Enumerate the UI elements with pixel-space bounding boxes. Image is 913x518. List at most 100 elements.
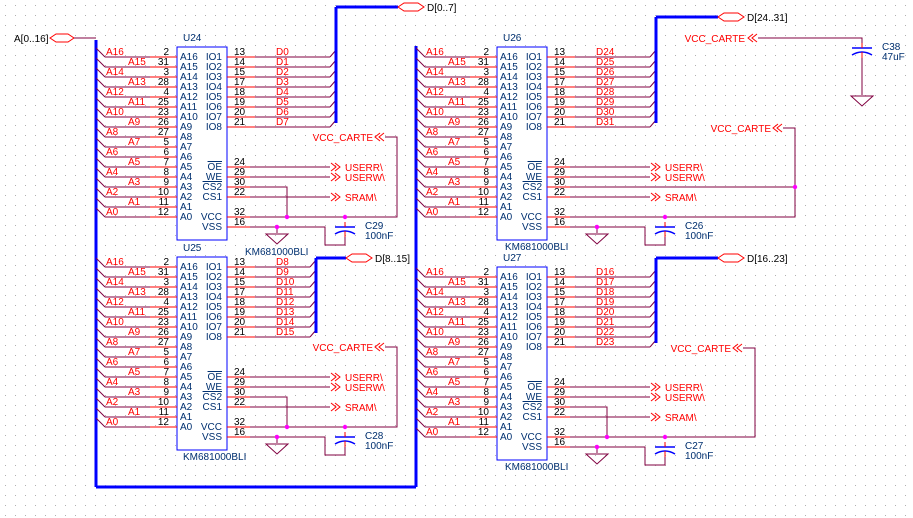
pin-name: IO2: [206, 62, 223, 73]
bus-entry: [415, 207, 426, 218]
bus-port-icon: [717, 253, 745, 263]
pin-name: VSS: [202, 222, 222, 233]
pin-number: 26: [158, 327, 170, 338]
wire: [570, 406, 608, 437]
pin-number: 6: [483, 147, 489, 158]
net-label: D7: [276, 117, 289, 128]
pin-number: 25: [478, 317, 490, 328]
pin-number: 9: [483, 177, 489, 188]
bus-entry: [95, 287, 106, 298]
pin-name: VCC: [521, 212, 542, 223]
ground-wire: [250, 226, 346, 246]
junction-dot: [342, 424, 348, 430]
pin-number: 22: [234, 187, 246, 198]
power-port-icon: [736, 343, 743, 353]
pin-number: 14: [554, 57, 566, 68]
net-label: D29: [596, 97, 615, 108]
net-label: D21: [596, 317, 615, 328]
bus-entry: [415, 127, 426, 138]
pin-name: A3: [500, 402, 513, 413]
net-label: D15: [276, 327, 295, 338]
pin-name: A14: [180, 72, 198, 83]
pin-name: A10: [500, 112, 518, 123]
pin-name: A0: [500, 432, 513, 443]
net-label: A14: [426, 287, 444, 298]
bus-entry: [95, 197, 106, 208]
pin-name: A12: [500, 312, 518, 323]
pin-name: IO4: [206, 292, 223, 303]
pin-number: 4: [163, 297, 169, 308]
signal-port-label: SRAM\: [345, 193, 377, 204]
junction-dot: [604, 434, 610, 440]
bus-entry: [415, 397, 426, 408]
net-label: A4: [426, 387, 439, 398]
chip-ref: U26: [503, 33, 522, 44]
address-bus-label: A[0..16]: [14, 34, 49, 45]
pin-name: CS2: [523, 402, 543, 413]
pin-name: CS1: [523, 412, 543, 423]
pin-number: 20: [554, 107, 566, 118]
net-label: D17: [596, 277, 615, 288]
bus-entry: [415, 307, 426, 318]
net-label: A9: [448, 337, 461, 348]
pin-name: A16: [500, 272, 518, 283]
net-label: A5: [128, 367, 141, 378]
pin-name: A0: [180, 422, 193, 433]
pin-name: A8: [180, 342, 193, 353]
pin-number: 26: [158, 117, 170, 128]
net-label: A3: [128, 177, 141, 188]
power-net-label: VCC_CARTE: [671, 344, 732, 355]
power-port-icon: [330, 162, 337, 172]
ground-icon: [264, 233, 290, 245]
pin-name: A6: [500, 152, 513, 163]
pin-number: 13: [234, 47, 246, 58]
bus-entry: [415, 327, 426, 338]
pin-number: 17: [234, 77, 246, 88]
pin-number: 15: [234, 67, 246, 78]
power-port-icon: [330, 192, 337, 202]
pin-name: IO5: [526, 312, 543, 323]
net-label: A6: [106, 357, 119, 368]
pin-number: 10: [158, 397, 170, 408]
bus-entry: [95, 137, 106, 148]
pin-number: 17: [234, 287, 246, 298]
pin-name: A8: [500, 132, 513, 143]
pin-number: 16: [234, 427, 246, 438]
pin-number: 28: [478, 77, 490, 88]
pin-number: 12: [158, 417, 170, 428]
pin-name: A8: [500, 352, 513, 363]
bus-entry: [95, 77, 106, 88]
pin-name: IO1: [206, 52, 223, 63]
pin-name: A15: [180, 272, 198, 283]
chip-body: [496, 46, 548, 241]
pin-number: 23: [158, 107, 170, 118]
pin-number: 4: [483, 87, 489, 98]
pin-number: 8: [163, 167, 169, 178]
pin-number: 24: [554, 157, 566, 168]
pin-name: A16: [500, 52, 518, 63]
pin-number: 5: [163, 137, 169, 148]
pin-name: A2: [180, 402, 193, 413]
power-port-icon: [650, 172, 657, 182]
chip-ref: U24: [183, 33, 202, 44]
capacitor-value: 100nF: [365, 231, 393, 242]
pin-number: 27: [158, 127, 170, 138]
pin-name: A8: [180, 132, 193, 143]
pin-number: 28: [478, 297, 490, 308]
pin-name: A1: [180, 412, 193, 423]
pin-number: 3: [483, 67, 489, 78]
net-label: D6: [276, 107, 289, 118]
pin-number: 31: [478, 277, 490, 288]
net-label: A11: [448, 317, 465, 328]
bus-entry: [415, 147, 426, 158]
pin-name: A15: [500, 62, 518, 73]
pin-name: A4: [180, 382, 193, 393]
pin-number: 23: [478, 107, 490, 118]
net-label: A10: [106, 317, 124, 328]
signal-port-label: USERW\: [345, 173, 385, 184]
pin-name: IO3: [206, 72, 223, 83]
bus-entry: [415, 57, 426, 68]
pin-name: IO2: [526, 282, 543, 293]
pin-number: 30: [554, 177, 566, 188]
